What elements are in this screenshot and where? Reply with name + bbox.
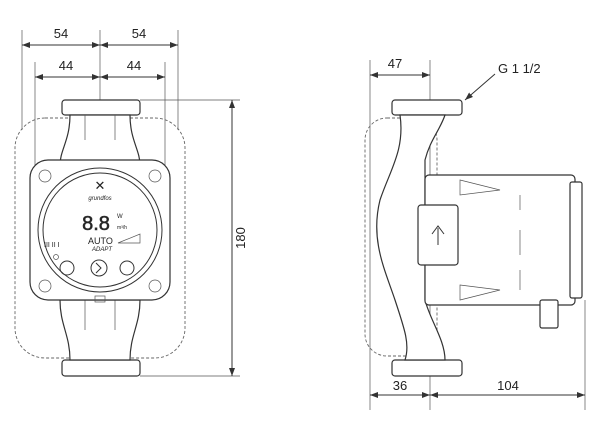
dim-44-right: 44 xyxy=(127,58,141,73)
speed-labels: III II I xyxy=(44,242,60,249)
dim-44-left: 44 xyxy=(59,58,73,73)
auto-label: AUTO xyxy=(88,236,113,246)
unit-flow: m³/h xyxy=(117,225,127,231)
front-view: 54 54 44 44 ✕ grundfos 8.8 W m³/h III II… xyxy=(14,26,186,377)
led-icon xyxy=(53,254,59,260)
cable-plug xyxy=(539,299,559,329)
thread-leader xyxy=(464,73,496,101)
adapt-label: ADAPT xyxy=(91,247,113,253)
top-flange xyxy=(61,99,141,116)
select-button[interactable] xyxy=(90,259,108,277)
thread-label: G 1 1/2 xyxy=(498,61,541,76)
dim-54-right: 54 xyxy=(132,26,146,41)
chevron-right-icon xyxy=(95,262,102,274)
dim-104: 104 xyxy=(497,378,519,393)
dim-54-left: 54 xyxy=(54,26,68,41)
bottom-flange xyxy=(61,359,141,377)
curve-level-icon xyxy=(117,233,141,244)
power-button-icon[interactable] xyxy=(59,260,75,276)
brand-logo: grundfos xyxy=(88,196,111,202)
display-digits: 8.8 xyxy=(82,213,110,235)
brand-x-icon: ✕ xyxy=(95,178,106,193)
dim-180: 180 xyxy=(233,227,248,249)
side-view: 47 G 1 1/2 36 104 xyxy=(364,56,586,410)
flow-arrow-icon xyxy=(431,225,445,245)
dim-36: 36 xyxy=(393,378,407,393)
unit-power: W xyxy=(117,214,123,220)
pump-head xyxy=(29,159,171,301)
mode-button-icon[interactable] xyxy=(119,260,135,276)
dim-47: 47 xyxy=(388,56,402,71)
